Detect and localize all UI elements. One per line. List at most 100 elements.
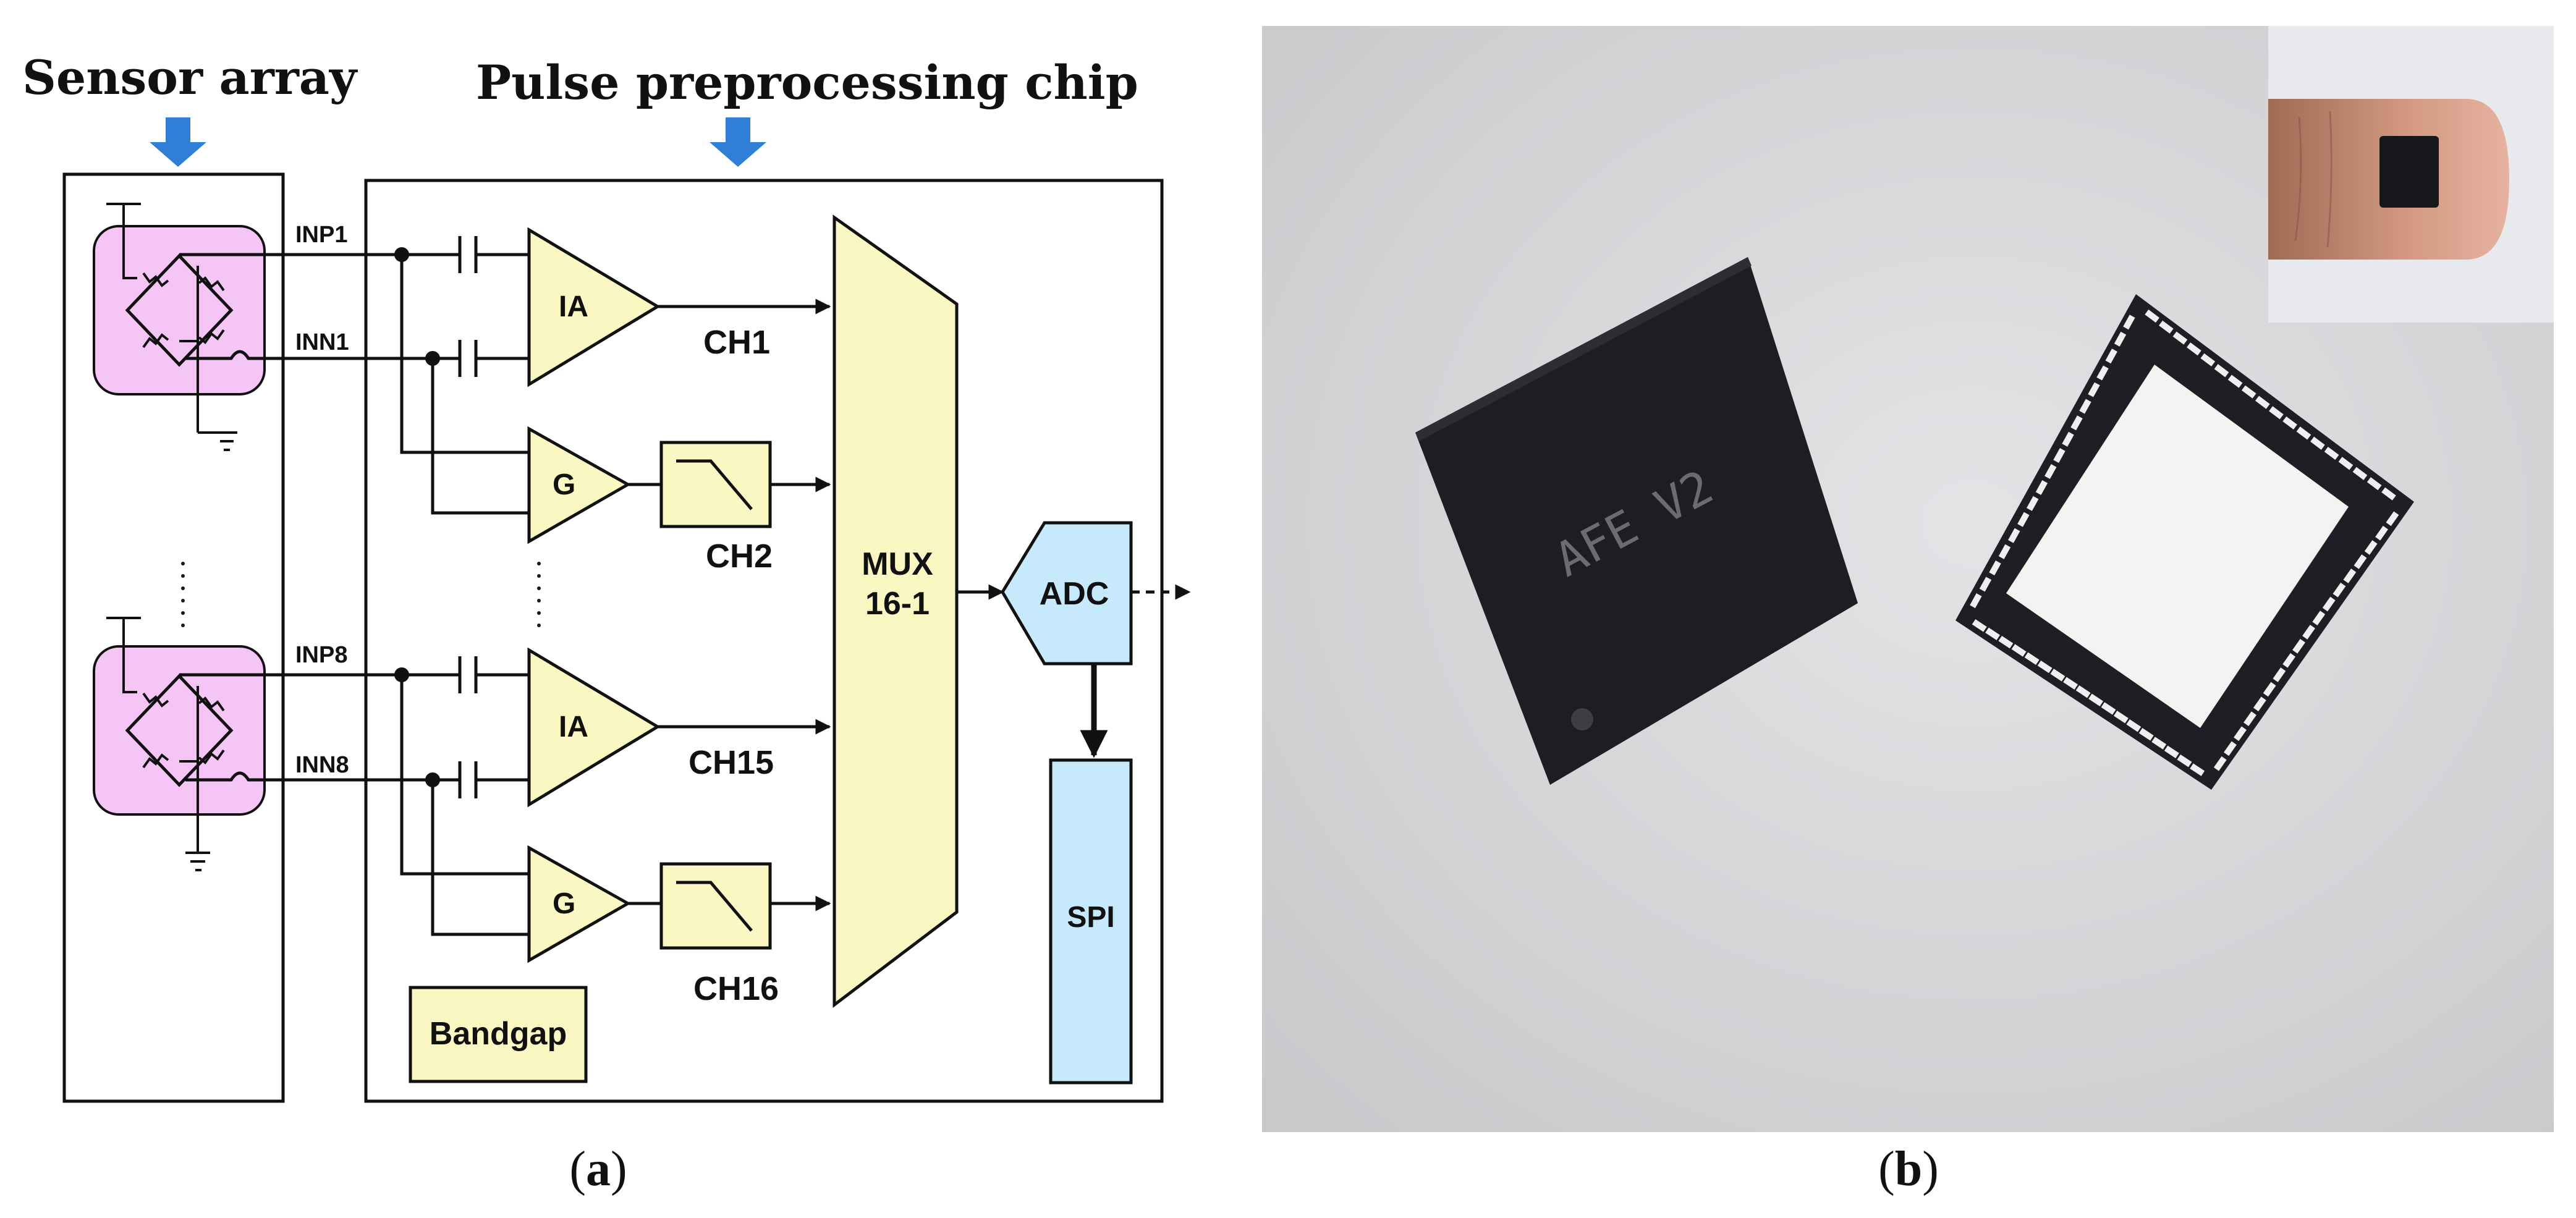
chip-pad (2296, 426, 2311, 440)
chip-pad (2386, 511, 2399, 527)
chip-pad (1985, 627, 2001, 640)
spi-label: SPI (1067, 901, 1114, 934)
g-label-2: G (553, 468, 575, 501)
chip-pad (2312, 611, 2326, 626)
chip-pad (2324, 446, 2339, 460)
lowpass-icon (676, 459, 753, 510)
channel-label-ch16: CH16 (693, 970, 779, 1007)
chip-pad (2027, 496, 2039, 511)
chip-pad (2035, 480, 2048, 496)
mux-ratio-label: 16-1 (865, 586, 930, 622)
chip-pad (2050, 669, 2065, 682)
chip-pad (2332, 582, 2346, 598)
lowpass-filter-16 (659, 862, 772, 950)
pin1-dot-icon (1571, 708, 1593, 730)
chip-pad (2008, 528, 2020, 543)
chip-pad (2310, 436, 2325, 450)
mux-block (833, 214, 959, 1009)
chip-pad (2138, 728, 2154, 741)
ia-amplifier-1 (527, 227, 661, 387)
chip-pad (2214, 364, 2229, 378)
pin-inp8: INP8 (295, 642, 347, 668)
pin-inn1: INN1 (295, 329, 349, 355)
chip-pad (1979, 577, 1992, 592)
chip-pad (2096, 365, 2109, 381)
panel-a: Sensor array Pulse preprocessing chip (22, 50, 1191, 1196)
chip-pad (2366, 477, 2382, 491)
chip-pad (2302, 625, 2315, 640)
chip-pad (2190, 763, 2205, 776)
chip-pad (2164, 745, 2179, 759)
chip-pad (2011, 644, 2027, 657)
bandgap-block (409, 986, 588, 1083)
sensor-array-title: Sensor array (22, 50, 358, 105)
chip-pad (2088, 693, 2104, 706)
chip-pad (2282, 416, 2297, 430)
chip-pad (2123, 315, 2135, 330)
chip-pad (2352, 467, 2368, 480)
chip-pad (2322, 596, 2336, 612)
chip-pad (1998, 635, 2014, 649)
chip-arrow-icon (710, 117, 766, 167)
chip-pad (2105, 349, 2117, 364)
chip-title: Pulse preprocessing chip (476, 55, 1138, 110)
sensor-array-box (62, 172, 285, 1103)
chip-pad (2255, 395, 2270, 409)
exposed-pad (2006, 365, 2349, 728)
chip-pad (2338, 457, 2354, 470)
chip-pad (2044, 464, 2057, 480)
chip-top-view: AFE V2 (1415, 257, 1858, 785)
panel-b: AFE V2 (b) (1262, 26, 2554, 1196)
channel-ellipsis (537, 562, 541, 627)
channel-1-2-wiring (394, 236, 529, 515)
chip-pads (1970, 309, 2399, 776)
chip-pad (2187, 342, 2201, 356)
chip-pad (2381, 487, 2396, 501)
chip-pad (2263, 682, 2276, 697)
sensor-bridge-8 (94, 617, 265, 871)
chip-pad (2375, 525, 2388, 541)
chip-pad (2177, 754, 2192, 768)
pin-inp1: INP1 (295, 222, 347, 248)
ia-label-1: IA (559, 290, 588, 323)
chip-pad (2075, 685, 2091, 698)
chip-pad (2070, 415, 2083, 431)
channel-label-ch1: CH1 (703, 324, 770, 361)
chip-pad (2227, 374, 2243, 388)
mux-label: MUX (862, 546, 933, 582)
chip-pad (2114, 331, 2127, 347)
chip-pad (2151, 737, 2167, 750)
chip-pad (2200, 353, 2216, 366)
chip-on-finger (2379, 136, 2439, 208)
chip-pad (2364, 540, 2378, 555)
chip-pad (2213, 756, 2227, 771)
pin-inn8: INN8 (295, 752, 349, 778)
g-amplifier-16 (527, 845, 632, 963)
inset-finger-photo (2268, 26, 2554, 323)
chip-pad (2354, 554, 2367, 569)
chip-pad (2282, 653, 2296, 668)
chip-pad (2063, 677, 2078, 690)
chip-pad (2145, 309, 2159, 323)
chip-pad (2269, 406, 2284, 420)
chip-pad (2113, 711, 2129, 724)
chip-pad (1972, 619, 1987, 632)
g-amplifier-2 (527, 426, 632, 544)
channel-15-16-wiring (394, 656, 529, 936)
chip-pad (2224, 741, 2237, 756)
chip-pad (2037, 660, 2053, 674)
chip-pad (2273, 667, 2286, 682)
channel-label-ch15: CH15 (688, 744, 774, 781)
lowpass-icon (676, 881, 753, 932)
caption-b: (b) (1878, 1142, 1939, 1196)
chip-pad (2343, 569, 2357, 583)
chip-pad (2101, 702, 2116, 715)
chip-pad (2017, 512, 2030, 527)
chip-pad (2126, 719, 2142, 732)
chip-pad (2079, 399, 2091, 414)
chip-bottom-view (1955, 294, 2414, 790)
chip-pad (2024, 652, 2040, 665)
sensor-ellipsis (181, 562, 185, 627)
chip-pad (1989, 560, 2001, 576)
